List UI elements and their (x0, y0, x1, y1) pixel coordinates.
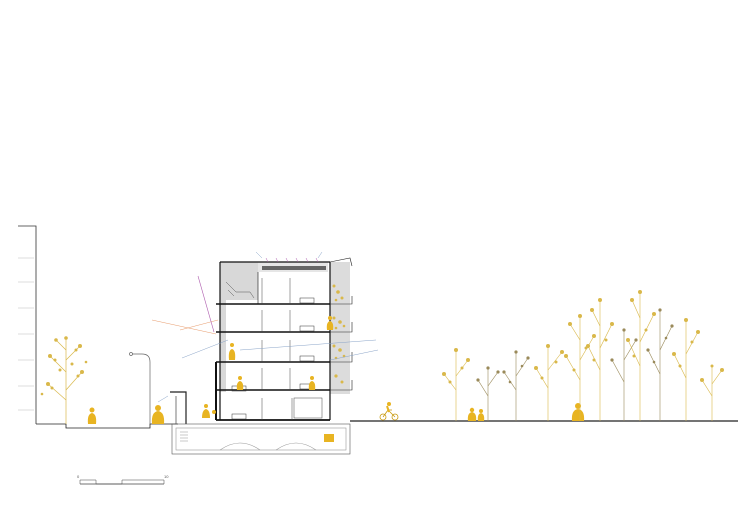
tree-icon (611, 330, 637, 421)
double-skin-facade (330, 262, 350, 394)
person-figure-icon (151, 405, 165, 424)
tree-icon (647, 310, 673, 421)
person-figure-icon (571, 403, 585, 421)
airflow-arrows (181, 251, 379, 361)
tree-icon (587, 300, 613, 421)
scale-bar (79, 479, 165, 485)
neighbour-building (18, 225, 37, 424)
main-building-section (202, 257, 353, 421)
bicycle-icon (379, 402, 399, 421)
basement-parking (171, 423, 351, 455)
scale-end-label: 10 (164, 474, 169, 479)
basement-stair-icon (180, 431, 188, 442)
tree-icon (40, 336, 88, 424)
person-figure-icon (467, 407, 485, 421)
ground-line (36, 420, 738, 429)
person-figure-icon (87, 407, 97, 424)
entrance-canopy (157, 391, 187, 424)
rain-arrow (197, 275, 215, 333)
person-figure-icon (308, 376, 316, 390)
scale-start-label: 0 (77, 474, 80, 479)
tree-icon (477, 368, 499, 421)
tree-icon (627, 292, 655, 421)
street-lamp-icon (129, 352, 151, 424)
person-figure-icon (228, 343, 236, 360)
atrium-void (220, 262, 258, 392)
person-figure-icon (202, 404, 216, 418)
park-trees (443, 292, 723, 421)
tree-icon (503, 352, 529, 421)
person-figure-icon (236, 376, 244, 390)
facade-plants (332, 284, 346, 384)
tree-foliage (442, 290, 724, 384)
person-figure-icon (326, 316, 334, 330)
stair-icon (225, 281, 255, 299)
tree-icon (673, 320, 699, 421)
tree-icon (565, 316, 595, 421)
sun-ray-arrows (151, 319, 219, 335)
tree-icon (535, 346, 563, 421)
roof-panels (262, 257, 326, 270)
tree-icon (443, 350, 469, 421)
tree-icon (701, 366, 723, 421)
